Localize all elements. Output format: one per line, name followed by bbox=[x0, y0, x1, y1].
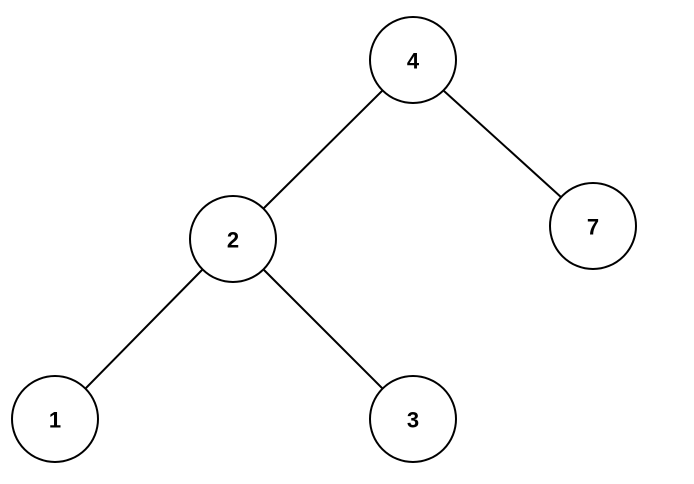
node-circle bbox=[369, 375, 457, 463]
node-circle bbox=[189, 195, 277, 283]
tree-node-2: 2 bbox=[189, 195, 277, 283]
tree-node-7: 7 bbox=[549, 182, 637, 270]
node-label: 7 bbox=[587, 215, 599, 240]
tree-node-1: 1 bbox=[11, 375, 99, 463]
nodes: 4 2 7 1 3 bbox=[11, 16, 637, 463]
node-label: 1 bbox=[49, 408, 61, 433]
node-circle bbox=[11, 375, 99, 463]
tree-node-3: 3 bbox=[369, 375, 457, 463]
edges bbox=[85, 90, 563, 389]
node-circle bbox=[369, 16, 457, 104]
edge-4-2 bbox=[263, 90, 383, 209]
edge-4-7 bbox=[443, 90, 563, 199]
edge-2-3 bbox=[263, 269, 383, 389]
node-label: 2 bbox=[227, 228, 239, 253]
node-label: 4 bbox=[407, 49, 420, 74]
tree-node-4: 4 bbox=[369, 16, 457, 104]
node-circle bbox=[549, 182, 637, 270]
node-label: 3 bbox=[407, 408, 419, 433]
edge-2-1 bbox=[85, 269, 203, 389]
